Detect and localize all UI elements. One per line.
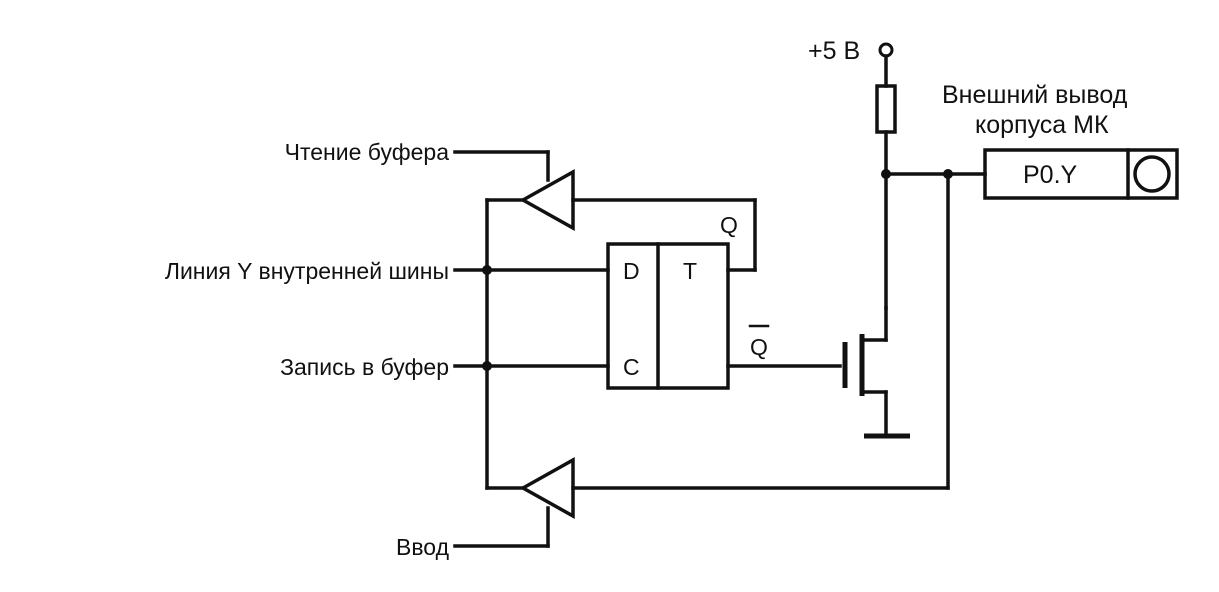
ext-pin-label-line2: корпуса МК [975,111,1109,139]
ext-pin-label-line1: Внешний вывод [942,81,1128,109]
flipflop-q-label: Q [720,212,738,238]
flipflop-t-label: T [683,258,697,284]
flipflop-body [606,242,730,390]
junction-bus [482,265,492,275]
write-buffer-label: Запись в буфер [280,354,449,380]
pin-name-label: P0.Y [1023,161,1078,189]
bus-line-label: Линия Y внутренней шины [165,258,449,284]
junction-pin [943,169,953,179]
pullup-resistor [875,84,897,134]
pin-contact-icon [1133,155,1171,193]
input-label: Ввод [396,534,450,560]
junction-write [482,361,492,371]
flipflop-qbar-label: Q [750,334,768,360]
read-buffer-label: Чтение буфера [285,139,450,165]
supply-terminal [878,42,894,58]
pin-body [983,148,1179,200]
junction-drain [881,169,891,179]
supply-label: +5 В [808,37,860,65]
flipflop-d-label: D [623,258,640,284]
flipflop-c-label: C [623,354,640,380]
